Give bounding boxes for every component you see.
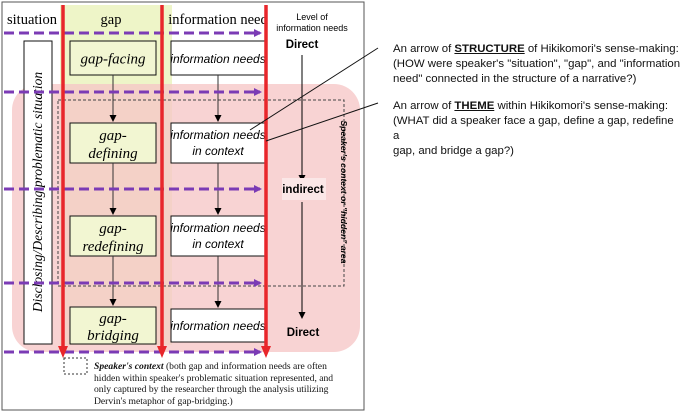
- structure-annotation: An arrow of STRUCTURE of Hikikomori's se…: [393, 42, 683, 87]
- gap-box-bridging: gap- bridging: [69, 306, 157, 345]
- theme-annotation-line2: gap, and bridge a gap?): [393, 145, 514, 157]
- indirect-label-background: [282, 178, 326, 200]
- hidden-area-label: Speaker's context or "hidden" area: [339, 121, 349, 264]
- info-box-3-line1: information needs: [170, 221, 265, 235]
- header-level-line1: Level of: [296, 12, 328, 22]
- footnote-line4: Dervin's metaphor of gap-bridging.): [94, 395, 233, 407]
- gap-redefining-line2: redefining: [82, 239, 144, 255]
- footnote-line3: only captured by the researcher through …: [94, 384, 329, 395]
- structure-keyword: STRUCTURE: [454, 43, 525, 55]
- info-box-4: information needs: [170, 308, 267, 343]
- gap-box-redefining: gap- redefining: [69, 215, 157, 257]
- gap-facing-label: gap-facing: [81, 52, 146, 68]
- theme-keyword: THEME: [454, 100, 495, 112]
- header-level-line2: information needs: [276, 23, 348, 33]
- level-indirect: indirect: [282, 184, 324, 196]
- footnote: Speaker's context (both gap and informat…: [94, 361, 362, 407]
- gap-redefining-line1: gap-: [99, 221, 127, 237]
- structure-annotation-line1: (HOW were speaker's "situation", "gap", …: [393, 58, 681, 70]
- gap-bridging-line2: bridging: [87, 328, 139, 344]
- gap-box-facing: gap-facing: [69, 40, 157, 76]
- header-situation: situation: [7, 12, 58, 28]
- level-direct-top: Direct: [286, 39, 319, 51]
- gap-box-defining: gap- defining: [69, 122, 157, 164]
- situation-label: Disclosing/Describing problematic situat…: [30, 72, 45, 313]
- info-box-2-line1: information needs: [170, 128, 265, 142]
- gap-defining-line2: defining: [88, 146, 138, 162]
- info-box-3: information needs in context: [170, 215, 267, 257]
- info-box-4-label: information needs: [170, 319, 265, 333]
- theme-annotation-title: An arrow of THEME within Hikikomori's se…: [393, 100, 669, 112]
- gap-bridging-line1: gap-: [99, 311, 127, 327]
- footnote-line2: hidden within speaker's problematic situ…: [94, 372, 334, 384]
- info-box-1: information needs: [170, 40, 267, 76]
- info-box-3-line2: in context: [192, 237, 244, 251]
- info-box-2: information needs in context: [170, 122, 267, 164]
- footnote-legend-box: [63, 357, 88, 375]
- theme-annotation-line1: (WHAT did a speaker face a gap, define a…: [393, 115, 674, 142]
- header-information-need: information need: [168, 12, 268, 28]
- gap-defining-line1: gap-: [99, 128, 127, 144]
- theme-annotation: An arrow of THEME within Hikikomori's se…: [393, 99, 683, 159]
- structure-annotation-line2: need" connected in the structure of a na…: [393, 73, 637, 85]
- info-box-2-line2: in context: [192, 144, 244, 158]
- footnote-line1: Speaker's context (both gap and informat…: [94, 361, 327, 372]
- theme-leader-line: [265, 102, 379, 142]
- structure-leader-line: [249, 47, 379, 131]
- level-direct-bottom: Direct: [287, 327, 320, 339]
- structure-annotation-title: An arrow of STRUCTURE of Hikikomori's se…: [393, 43, 679, 55]
- header-gap: gap: [101, 12, 122, 28]
- footnote-title: Speaker's context: [94, 361, 164, 372]
- info-box-1-label: information needs: [170, 52, 265, 66]
- hidden-area-dashed-box: [57, 99, 345, 287]
